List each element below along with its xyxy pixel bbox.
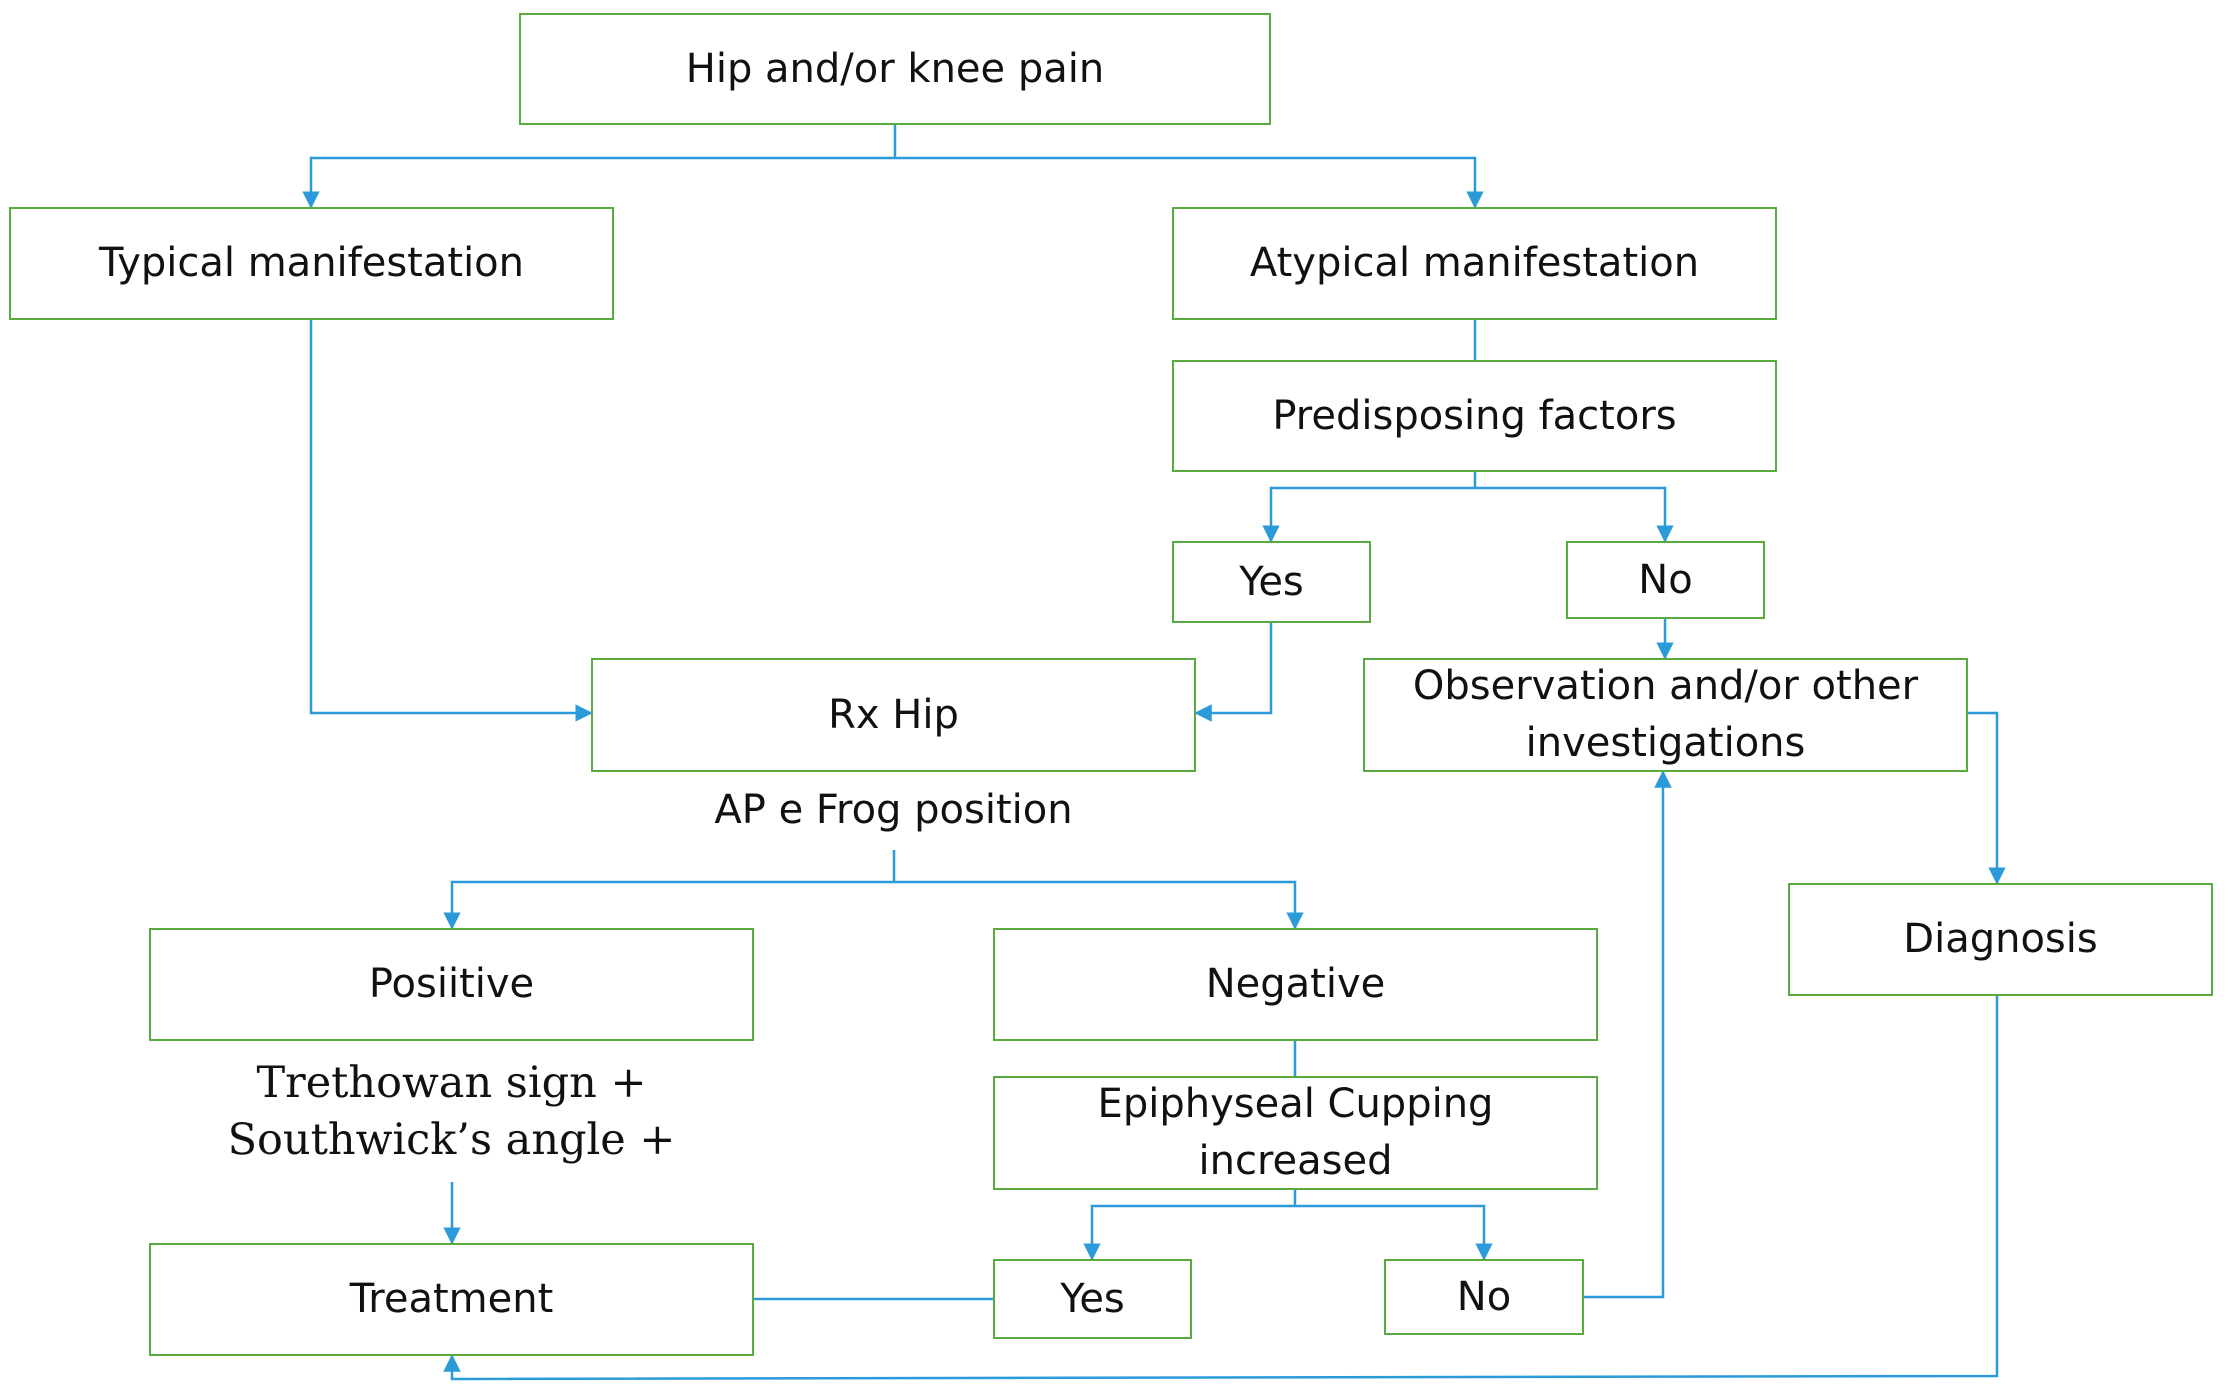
connector-to-cup-no [1295,1204,1493,1261]
node-observation-line1: Observation and/or other [1412,663,1919,709]
node-cupping-no-label: No [1456,1273,1512,1320]
node-epiphyseal-cupping-line1: Epiphyseal Cupping [1097,1081,1494,1127]
connector-to-pred-yes [1262,486,1475,543]
node-predisposing-no-label: No [1638,556,1693,603]
node-predisposing-no: No [1566,541,1765,619]
node-predisposing-yes-label: Yes [1239,558,1304,605]
label-ap-frog-position: AP e Frog position [714,787,1073,833]
node-observation-line2: investigations [1525,720,1806,766]
node-typical-manifestation-label: Typical manifestation [99,240,524,286]
connector-to-positive [443,880,894,930]
node-atypical-manifestation: Atypical manifestation [1172,207,1777,320]
connector-diagnosis-to-treatment [443,996,1999,1381]
label-southwick-angle: Southwick’s angle + [227,1115,676,1165]
node-hip-knee-pain-label: Hip and/or knee pain [685,45,1105,92]
node-rx-hip-label: Rx Hip [828,691,959,738]
connector-to-negative [894,880,1304,930]
node-diagnosis-label: Diagnosis [1903,916,2098,962]
connector-to-atypical [895,156,1484,209]
node-typical-manifestation: Typical manifestation [9,207,614,320]
node-epiphyseal-cupping: Epiphyseal Cupping increased [993,1076,1598,1190]
node-diagnosis: Diagnosis [1788,883,2213,996]
node-negative: Negative [993,928,1598,1041]
connector-no-to-observation-up [1584,770,1672,1299]
node-predisposing-factors-label: Predisposing factors [1272,392,1677,439]
node-positive: Posiitive [149,928,754,1041]
node-cupping-no: No [1384,1259,1584,1335]
connector-observation-to-diagnosis [1968,711,2006,885]
node-observation: Observation and/or other investigations [1363,658,1968,772]
node-epiphyseal-cupping-line2: increased [1198,1138,1393,1184]
connector-yes-to-rx [1194,623,1273,722]
node-rx-hip: Rx Hip [591,658,1196,772]
label-trethowan-sign: Trethowan sign + [256,1058,647,1108]
node-predisposing-factors: Predisposing factors [1172,360,1777,472]
node-positive-label: Posiitive [368,961,535,1007]
node-predisposing-yes: Yes [1172,541,1371,623]
connector-to-pred-no [1475,486,1674,543]
node-treatment-label: Treatment [349,1276,554,1322]
connector-typical-to-rx [309,320,593,722]
node-hip-knee-pain: Hip and/or knee pain [519,13,1271,125]
connector-to-typical [302,156,895,209]
node-treatment: Treatment [149,1243,754,1356]
node-negative-label: Negative [1205,961,1386,1007]
node-atypical-manifestation-label: Atypical manifestation [1249,240,1700,286]
connector-to-cup-yes [1083,1204,1295,1261]
node-cupping-yes-label: Yes [1060,1275,1125,1322]
node-cupping-yes: Yes [993,1259,1192,1339]
